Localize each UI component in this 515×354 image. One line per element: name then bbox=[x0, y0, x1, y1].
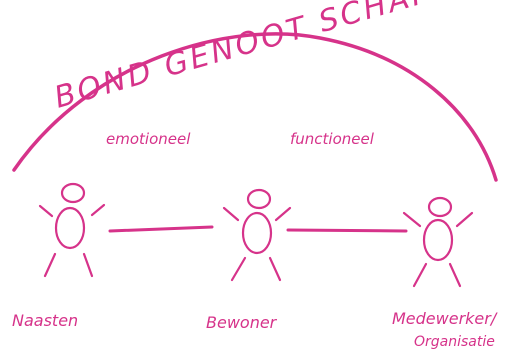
connector-bewoner-medewerker bbox=[286, 228, 408, 233]
figure-arm bbox=[402, 211, 422, 228]
stick-figure-bewoner bbox=[222, 188, 292, 282]
figure-head bbox=[427, 196, 453, 218]
figure-head bbox=[246, 188, 272, 210]
figure-arm bbox=[222, 206, 240, 222]
figure-leg bbox=[268, 256, 282, 282]
diagram-title-group: BOND GENOOT SCHAP bbox=[51, 0, 437, 116]
stick-figure-naasten bbox=[38, 182, 106, 278]
figure-body bbox=[54, 206, 86, 250]
figure-leg bbox=[230, 256, 247, 282]
diagram-title: BOND GENOOT SCHAP bbox=[51, 0, 437, 116]
figure-arm bbox=[274, 206, 292, 222]
figure-arm bbox=[455, 211, 474, 228]
figure-body bbox=[241, 211, 273, 255]
relation-label-emotional: emotioneel bbox=[106, 130, 191, 148]
actor-label-organisatie: Organisatie bbox=[414, 334, 495, 350]
actor-label-medewerker: Medewerker/ bbox=[392, 309, 498, 328]
alliance-arch bbox=[12, 32, 498, 182]
figure-leg bbox=[43, 252, 57, 278]
figure-arm bbox=[90, 203, 106, 217]
stick-figure-medewerker bbox=[402, 196, 474, 288]
figure-body bbox=[422, 218, 454, 262]
figure-leg bbox=[412, 262, 428, 288]
figure-leg bbox=[448, 262, 462, 288]
figure-leg bbox=[82, 252, 94, 278]
relation-label-functional: functioneel bbox=[290, 130, 375, 148]
figure-arm bbox=[38, 204, 54, 218]
connector-naasten-bewoner bbox=[108, 225, 214, 233]
actor-label-naasten: Naasten bbox=[12, 311, 78, 330]
actor-label-bewoner: Bewoner bbox=[206, 313, 278, 332]
figure-head bbox=[60, 182, 86, 204]
